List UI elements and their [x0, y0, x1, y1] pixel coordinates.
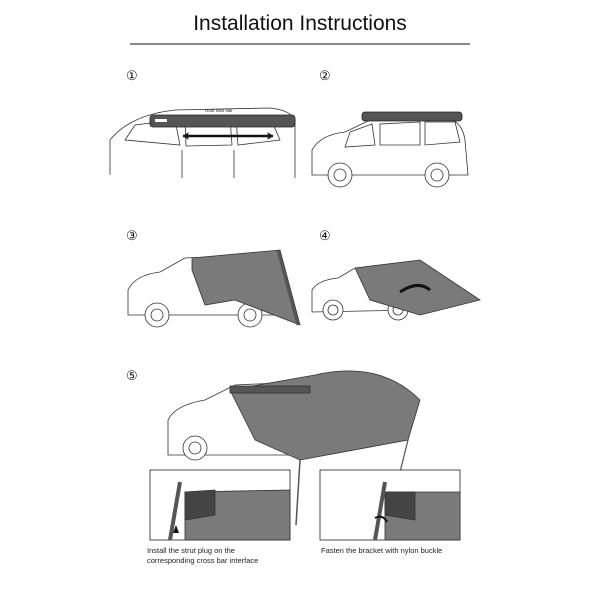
step-3-illustration: [127, 249, 301, 328]
detail-bracket: [319, 469, 461, 541]
caption-strut-plug: Install the strut plug on the correspond…: [147, 546, 258, 566]
roof-rack-sail-label: Roof rack sail: [205, 108, 232, 113]
step-2-illustration: [311, 111, 469, 188]
title-underline: [130, 43, 470, 45]
step-5-illustration: [167, 370, 421, 526]
step-5-number: ⑤: [126, 368, 138, 383]
step-4-illustration: [311, 259, 481, 321]
step-4-number: ④: [319, 228, 331, 243]
caption-line-2: corresponding cross bar interface: [147, 556, 259, 565]
detail-strut-plug: [149, 469, 291, 541]
step-1-number: ①: [126, 68, 138, 83]
caption-bracket: Fasten the bracket with nylon buckle: [321, 546, 443, 555]
page-title: Installation Instructions: [193, 12, 407, 35]
step-3-number: ③: [126, 228, 138, 243]
step-1-illustration: [109, 107, 296, 178]
step-2-number: ②: [319, 68, 331, 83]
caption-line-1: Install the strut plug on the: [147, 546, 235, 555]
